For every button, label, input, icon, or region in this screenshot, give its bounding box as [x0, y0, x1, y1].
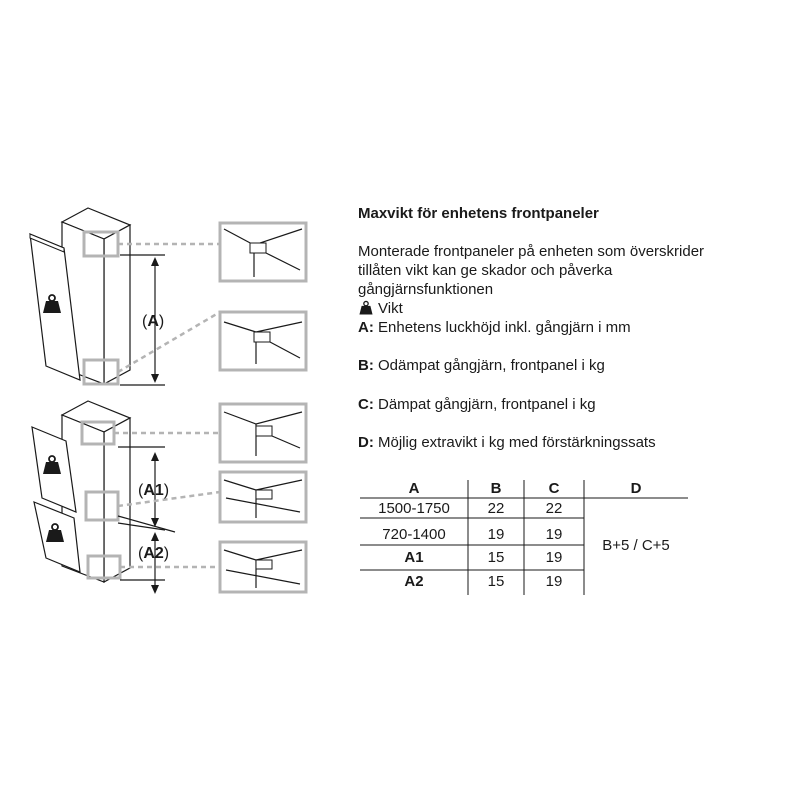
- intro-line: gångjärnsfunktionen: [358, 281, 494, 298]
- dim-a1-label: (A1): [138, 482, 170, 499]
- table-header: C: [548, 480, 560, 497]
- table-header: A: [408, 480, 420, 497]
- table-cell: 15: [487, 573, 505, 590]
- dimension-a1-a2: [117, 446, 176, 594]
- section-heading: Maxvikt för enhetens frontpaneler: [358, 205, 599, 222]
- intro-line: tillåten vikt kan ge skador och påverka: [358, 262, 613, 279]
- weight-icon: [358, 300, 374, 316]
- legend-weight: Vikt: [358, 299, 403, 318]
- table-cell: 720-1400: [382, 526, 446, 543]
- zoom-box-5: [218, 540, 308, 594]
- intro-paragraph: Monterade frontpaneler på enheten som öv…: [358, 242, 778, 299]
- zoom-box-3: [218, 402, 308, 464]
- table-cell: 22: [545, 500, 563, 517]
- legend-c: C: Dämpat gångjärn, frontpanel i kg: [358, 396, 596, 413]
- table-cell: A2: [404, 573, 424, 590]
- table-header: D: [630, 480, 642, 497]
- dim-a-label: (A): [142, 313, 165, 330]
- table-cell: 19: [487, 526, 505, 543]
- table-grid: [360, 480, 688, 595]
- legend-d: D: Möjlig extravikt i kg med förstärknin…: [358, 434, 656, 451]
- table-cell-d-value: B+5 / C+5: [602, 537, 670, 554]
- dim-a2-label: (A2): [138, 545, 170, 562]
- legend-b: B: Odämpat gångjärn, frontpanel i kg: [358, 357, 605, 374]
- table-cell: 19: [545, 573, 563, 590]
- door-panel-lower: [33, 501, 81, 573]
- leader-lines: [114, 242, 221, 569]
- table-cell: 19: [545, 549, 563, 566]
- zoom-box-2: [218, 310, 308, 372]
- legend-a: A: Enhetens luckhöjd inkl. gångjärn i mm: [358, 319, 631, 336]
- door-panel-top: [29, 233, 81, 381]
- table-cell: 22: [487, 500, 505, 517]
- table-header: B: [490, 480, 502, 497]
- zoom-box-4: [218, 470, 308, 524]
- dimension-a: [120, 254, 165, 386]
- table-cell: 19: [545, 526, 563, 543]
- table-cell: 15: [487, 549, 505, 566]
- door-panel-upper: [31, 426, 77, 513]
- table-cell: 1500-1750: [378, 500, 450, 517]
- intro-line: Monterade frontpaneler på enheten som öv…: [358, 243, 705, 260]
- zoom-box-1: [218, 221, 308, 283]
- table-cell: A1: [404, 549, 424, 566]
